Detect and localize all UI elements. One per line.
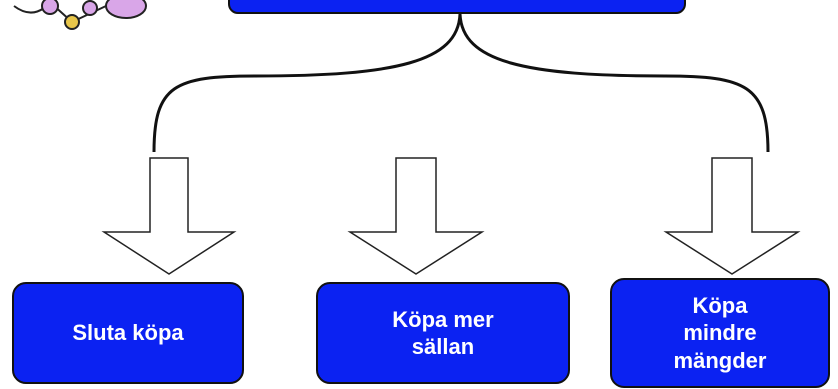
down-arrow-2 (347, 157, 485, 275)
outcome-box-sluta-kopa: Sluta köpa (12, 282, 244, 384)
branch-connector (152, 13, 770, 153)
outcome-label: Köpa mindre mängder (673, 292, 767, 373)
outcome-box-kopa-mindre-mangder: Köpa mindre mängder (610, 278, 830, 388)
down-arrow-1 (101, 157, 237, 275)
outcome-box-kopa-mer-sallan: Köpa mer sällan (316, 282, 570, 384)
down-arrow-3 (663, 157, 801, 275)
outcome-label: Sluta köpa (72, 320, 184, 346)
outcome-label: Köpa mer sällan (392, 306, 494, 360)
molecule-clipart-icon (13, 0, 147, 30)
top-box (228, 0, 686, 14)
